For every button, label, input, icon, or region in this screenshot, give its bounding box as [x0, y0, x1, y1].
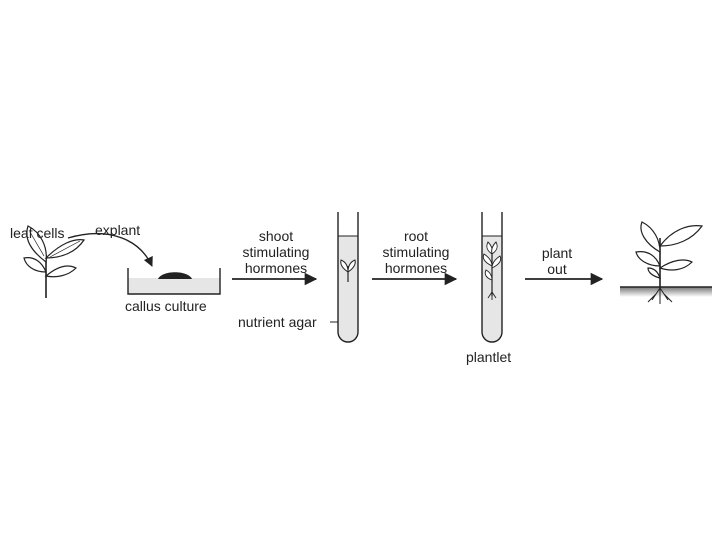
shoot-hormones-label: shoot stimulating hormones	[234, 228, 318, 276]
shoot-label-line2: stimulating	[242, 244, 310, 260]
root-label-line1: root	[403, 228, 429, 244]
test-tube-shoot	[337, 212, 359, 343]
shoot-label-line3: hormones	[244, 260, 308, 276]
leaf-plant-illustration	[23, 225, 85, 298]
plantlet-label: plantlet	[466, 349, 512, 365]
nutrient-agar-label: nutrient agar	[238, 314, 317, 330]
callus-dish	[127, 268, 221, 295]
plant-out-line2: out	[547, 261, 567, 277]
root-label-line2: stimulating	[382, 244, 450, 260]
final-plant-illustration	[620, 221, 712, 304]
test-tube-plantlet	[481, 212, 503, 343]
leaf-cells-label: leaf cells	[10, 225, 65, 241]
callus-culture-label: callus culture	[125, 298, 207, 314]
plant-out-label: plant out	[530, 245, 584, 277]
explant-label: explant	[95, 222, 141, 238]
root-label-line3: hormones	[384, 260, 448, 276]
explant-arrow	[67, 232, 153, 267]
plant-out-line1: plant	[541, 245, 573, 261]
shoot-label-line1: shoot	[258, 228, 294, 244]
root-hormones-label: root stimulating hormones	[374, 228, 458, 276]
